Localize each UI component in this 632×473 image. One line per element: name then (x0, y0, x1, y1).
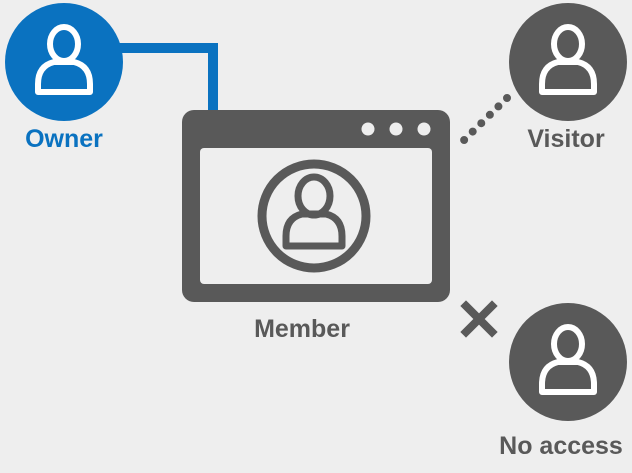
window-control-dot (417, 122, 431, 136)
visitor-user-icon (509, 3, 627, 121)
window-control-dot (361, 122, 375, 136)
window-control-dot (389, 122, 403, 136)
owner-user-icon (5, 3, 123, 121)
member-label: Member (254, 315, 350, 343)
no-access-label: No access (499, 432, 623, 460)
member-window (182, 110, 450, 302)
no-access-x-icon (460, 300, 498, 338)
visitor-label: Visitor (527, 125, 605, 153)
visitor-connector-dotted-line (454, 94, 511, 150)
no-access-user-icon (509, 303, 627, 421)
owner-label: Owner (25, 125, 103, 153)
member-user-icon (257, 159, 371, 273)
owner-connector-line (112, 43, 218, 112)
